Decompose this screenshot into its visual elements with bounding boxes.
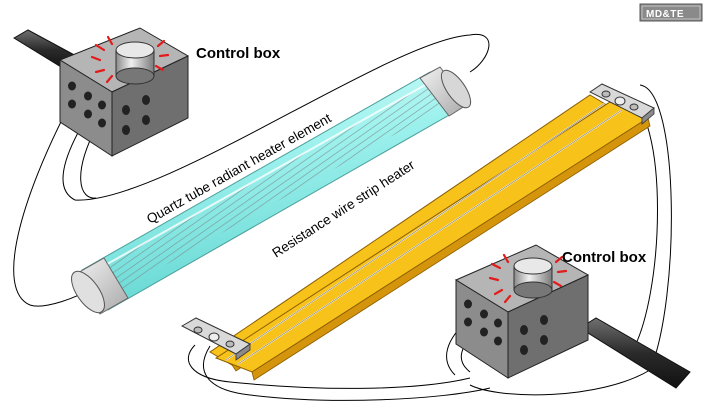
control-box-top: Control box xyxy=(13,27,281,157)
logo-text: MD&TE xyxy=(646,9,684,20)
resistance-strip-heater xyxy=(180,83,655,381)
knob-icon xyxy=(115,41,155,85)
terminal-socket-icon xyxy=(68,81,150,135)
heat-indicator-icon xyxy=(90,35,170,84)
terminal-socket-icon xyxy=(464,299,548,355)
control-box-bottom: Control box xyxy=(454,244,691,389)
power-cable-icon xyxy=(579,317,691,389)
md-te-logo: MD&TE xyxy=(639,3,703,22)
knob-icon xyxy=(513,257,553,299)
quartz-tube-heater xyxy=(71,66,472,315)
heat-indicator-icon xyxy=(488,253,568,304)
label-control-box-bottom: Control box xyxy=(562,249,647,266)
label-control-box-top: Control box xyxy=(196,45,281,62)
